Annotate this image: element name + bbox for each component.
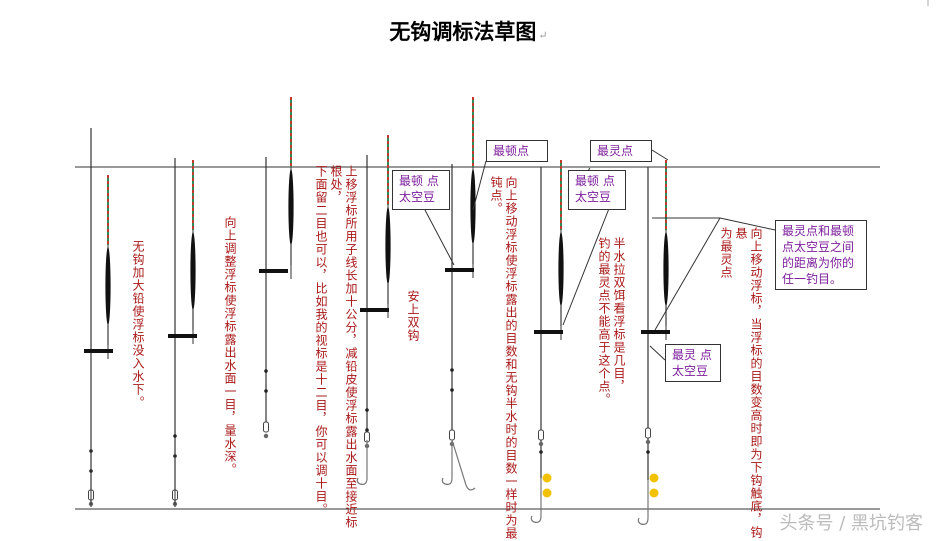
rig-5-swivel	[449, 429, 455, 441]
rig-7-line-dot-2	[646, 450, 650, 454]
rig-5-line-dot-2	[450, 388, 454, 392]
label-box-most-sensitive-point: 最灵点	[590, 140, 652, 162]
label-box-range-note: 最灵点和最顿 点太空豆之间 的距离为你的 任一钓目。	[775, 220, 867, 290]
rig-4-float-body	[385, 207, 391, 284]
rig-6-bait-2	[542, 488, 552, 498]
rig-3-line-dot	[264, 369, 268, 373]
rig-4-sinker	[360, 308, 389, 312]
rig-5-line-dot	[450, 368, 454, 372]
diagram-title: 无钩调标法草图↵	[0, 16, 937, 46]
label-box-dullest-point: 最顿点	[486, 140, 548, 162]
rig-3-swivel-ring	[263, 433, 269, 439]
rig-5-float-body	[470, 169, 476, 244]
caption-step-6: 半水拉双饵看浮标是几目， 钓的最灵点不能高于这个点。	[597, 237, 626, 406]
rig-6-float-body	[558, 232, 564, 306]
rig-5-hook-left	[441, 440, 453, 485]
caption-step-5: 向上移动浮标使浮标露出的目数和无钩半水时的目数一样时为最钝点。	[489, 176, 518, 540]
rig-7-bait-1	[649, 473, 659, 483]
rig-2-line-dot	[173, 434, 177, 438]
rig-5-sinker	[445, 268, 474, 272]
rig-4-line-dot-2	[365, 428, 369, 432]
rig-3-sinker	[259, 269, 288, 273]
rig-7-float-body	[663, 232, 669, 306]
rig-6-line-dot-2	[539, 450, 543, 454]
caption-step-3: 上移浮标所用子线长加十公分，减铅皮使浮标露出水面至接近标根处， 下面留二目也可以…	[314, 165, 358, 529]
rig-6-hook-left	[530, 478, 542, 523]
rig-2-sinker	[168, 334, 197, 338]
rig-3-line-dot-2	[264, 389, 268, 393]
rig-1-sinker	[84, 349, 113, 353]
rig-4-line-dot	[365, 408, 369, 412]
rig-7-sinker	[641, 330, 670, 334]
label-box-sensitive-bead: 最灵 点 太空豆	[665, 344, 721, 382]
rig-7-swivel	[645, 427, 651, 439]
rig-7-swivel-ring	[645, 439, 651, 445]
rig-6-swivel	[538, 429, 544, 441]
rig-3-float-body	[288, 169, 294, 245]
rig-3-swivel	[263, 421, 269, 433]
rig-7-hook-left	[637, 480, 649, 525]
caption-step-4: 安上双钩	[406, 290, 420, 342]
rig-1-float-body	[105, 247, 111, 325]
rig-5-hook-right	[451, 439, 476, 491]
title-text: 无钩调标法草图	[389, 19, 537, 44]
label-box-dullest-bead-1: 最顿 点 太空豆	[392, 170, 450, 210]
rig-4-hook-left	[356, 440, 368, 485]
label-box-dullest-bead-2: 最顿 点 太空豆	[568, 170, 626, 210]
rig-7-bait-2	[649, 488, 659, 498]
rig-6-sinker	[534, 330, 563, 334]
watermark: 头条号 / 黑坑钓客	[779, 513, 923, 534]
caption-step-1: 无钩加大铅使浮标没入水下。	[131, 240, 145, 409]
caption-step-2: 向上调整浮标使浮标露出水面一目，量水深。	[223, 216, 237, 476]
rig-6-bait-1	[542, 473, 552, 483]
return-mark-icon: ↵	[538, 29, 548, 42]
rig-6-swivel-ring	[538, 441, 544, 447]
caption-step-7: 向上移动浮标，当浮标的目数变高时即为下钩触底，钩悬 为最灵点	[719, 227, 763, 539]
rig-2-float-body	[190, 232, 196, 310]
